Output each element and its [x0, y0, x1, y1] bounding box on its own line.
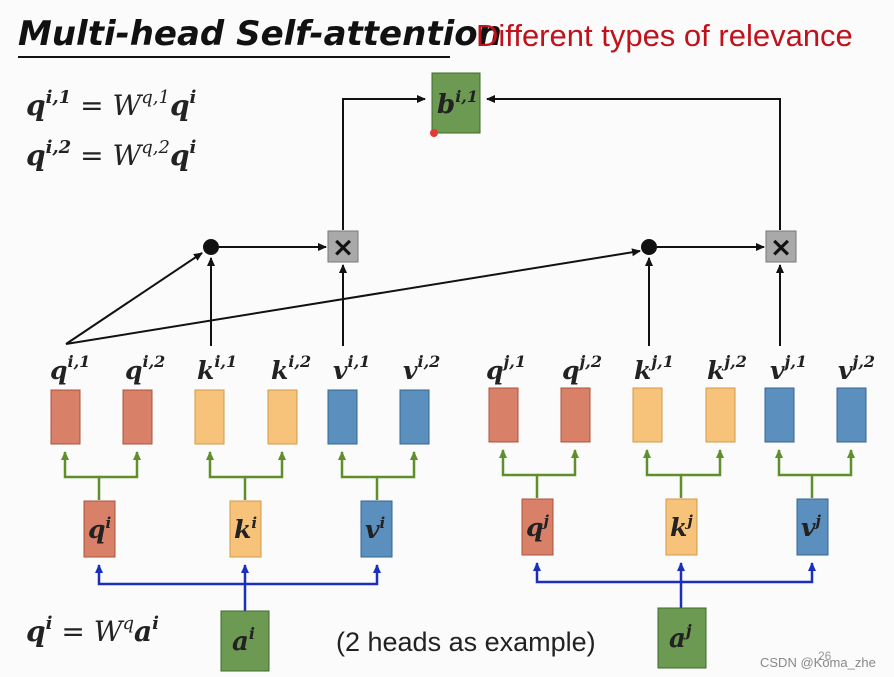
label-q-i1: qi,1 [50, 352, 90, 385]
svg-text:qi,2 = Wq,2qi: qi,2 = Wq,2qi [26, 137, 197, 172]
label-k-i1: ki,1 [197, 352, 237, 385]
vector-qj [521, 498, 554, 556]
input-box-aj [657, 607, 707, 669]
head-vectors-i [50, 389, 430, 445]
vector-q-i2 [122, 389, 153, 445]
mid-vectors-i [83, 500, 393, 558]
equation-qi: qi = Wqai [26, 613, 159, 648]
output-label-b: bi,1 [437, 87, 478, 120]
label-vj: vj [801, 512, 822, 542]
label-v-j2: vj,2 [838, 352, 875, 385]
slide-subtitle: Different types of relevance [476, 18, 853, 53]
input-label-ai: ai [232, 624, 255, 657]
output-box-b [431, 72, 481, 134]
mid-labels-j: qj kj vj [526, 512, 822, 542]
vector-k-j2 [705, 387, 736, 443]
label-qj: qj [526, 512, 549, 542]
vector-k-i1 [194, 389, 225, 445]
input-label-aj: aj [669, 621, 692, 654]
label-ki: ki [234, 514, 257, 544]
vector-v-i2 [399, 389, 430, 445]
vector-vi [360, 500, 393, 558]
label-k-i2: ki,2 [271, 352, 311, 385]
vector-k-j1 [632, 387, 663, 443]
mid-vectors-j [521, 498, 829, 556]
head-labels-i: qi,1 qi,2 ki,1 ki,2 vi,1 vi,2 [50, 352, 440, 385]
vector-v-j1 [764, 387, 795, 443]
svg-text:qi,1 = Wq,1qi: qi,1 = Wq,1qi [26, 87, 197, 122]
head-labels-j: qj,1 qj,2 kj,1 kj,2 vj,1 vj,2 [486, 352, 875, 385]
label-k-j2: kj,2 [707, 352, 747, 385]
vector-v-i1 [327, 389, 358, 445]
dot-product-node [203, 239, 219, 255]
label-kj: kj [670, 512, 693, 542]
label-q-j1: qj,1 [486, 352, 526, 385]
attention-connections [65, 95, 784, 346]
svg-text:qi = Wqai: qi = Wqai [26, 613, 159, 648]
vector-k-i2 [267, 389, 298, 445]
input-arrows [95, 562, 816, 611]
multiply-node: × [765, 230, 797, 263]
label-v-i1: vi,1 [333, 352, 370, 385]
head-vectors-j [488, 387, 867, 443]
page-number: 26 [818, 649, 832, 663]
vector-q-i1 [50, 389, 81, 445]
label-q-i2: qi,2 [125, 352, 165, 385]
vector-v-j2 [836, 387, 867, 443]
slide-title: Multi-head Self-attention [18, 14, 502, 54]
vector-kj [665, 498, 698, 556]
equation-qi1: qi,1 = Wq,1qi [26, 87, 197, 122]
vector-q-j1 [488, 387, 519, 443]
label-qi: qi [88, 514, 111, 544]
svg-text:×: × [332, 232, 355, 263]
example-note: (2 heads as example) [336, 627, 596, 657]
equation-qi2: qi,2 = Wq,2qi [26, 137, 197, 172]
label-v-j1: vj,1 [770, 352, 807, 385]
label-q-j2: qj,2 [562, 352, 602, 385]
label-vi: vi [365, 514, 386, 544]
vector-vj [796, 498, 829, 556]
cursor-dot [430, 129, 438, 137]
multiply-node: × [327, 230, 359, 263]
input-box-ai [220, 610, 270, 672]
vector-ki [229, 500, 262, 558]
dot-product-node [641, 239, 657, 255]
vector-qi [83, 500, 116, 558]
mid-labels-i: qi ki vi [88, 514, 386, 544]
label-k-j1: kj,1 [634, 352, 674, 385]
vector-q-j2 [560, 387, 591, 443]
watermark: CSDN @Koma_zhe [760, 655, 876, 670]
label-v-i2: vi,2 [403, 352, 440, 385]
svg-text:×: × [770, 232, 793, 263]
split-arrows [61, 449, 855, 500]
